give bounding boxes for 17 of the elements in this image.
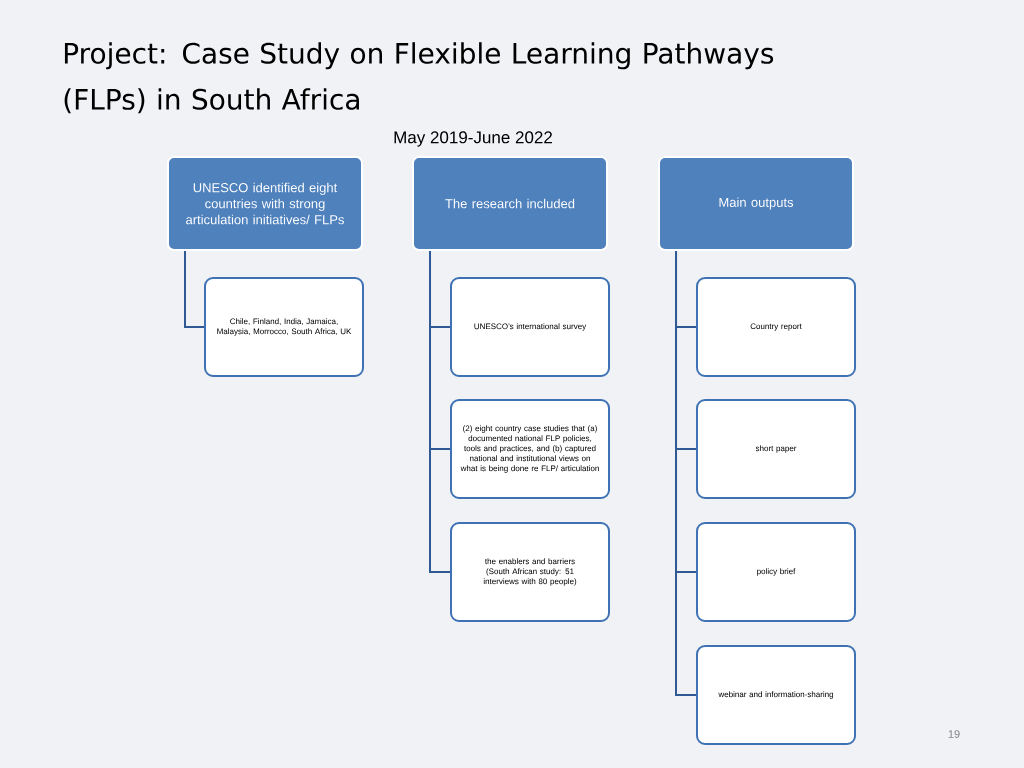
page-number: 19 bbox=[948, 730, 960, 738]
slide-title: Project: Case Study on Flexible Learning Pathways (FLPs) in South Africa bbox=[64, 42, 774, 114]
date-range: May 2019-June 2022 bbox=[394, 131, 552, 147]
text-box: webinar and information-sharing bbox=[696, 645, 856, 745]
connector-line bbox=[184, 250, 205, 328]
text-box: policy brief bbox=[696, 522, 856, 622]
text-box: (2) eight country case studies that (a) documented national FLP policies, tools and practices, and (b) captured national and institutional views on what is being done re FLP/ articulation bbox=[450, 399, 610, 499]
text-box: short paper bbox=[696, 399, 856, 499]
connector-line bbox=[675, 250, 697, 696]
connector-line bbox=[429, 250, 451, 573]
text-box: the enablers and barriers (South African study: 51 interviews with 80 people) bbox=[450, 522, 610, 622]
heading-box: UNESCO identified eight countries with strong articulation initiatives/ FLPs bbox=[167, 156, 363, 251]
text-box: Chile, Finland, India, Jamaica, Malaysia, Morrocco, South Africa, UK bbox=[204, 277, 364, 377]
text-box: Country report bbox=[696, 277, 856, 377]
text-box: UNESCO’s international survey bbox=[450, 277, 610, 377]
heading-box: Main outputs bbox=[658, 156, 854, 251]
heading-box: The research included bbox=[412, 156, 608, 251]
